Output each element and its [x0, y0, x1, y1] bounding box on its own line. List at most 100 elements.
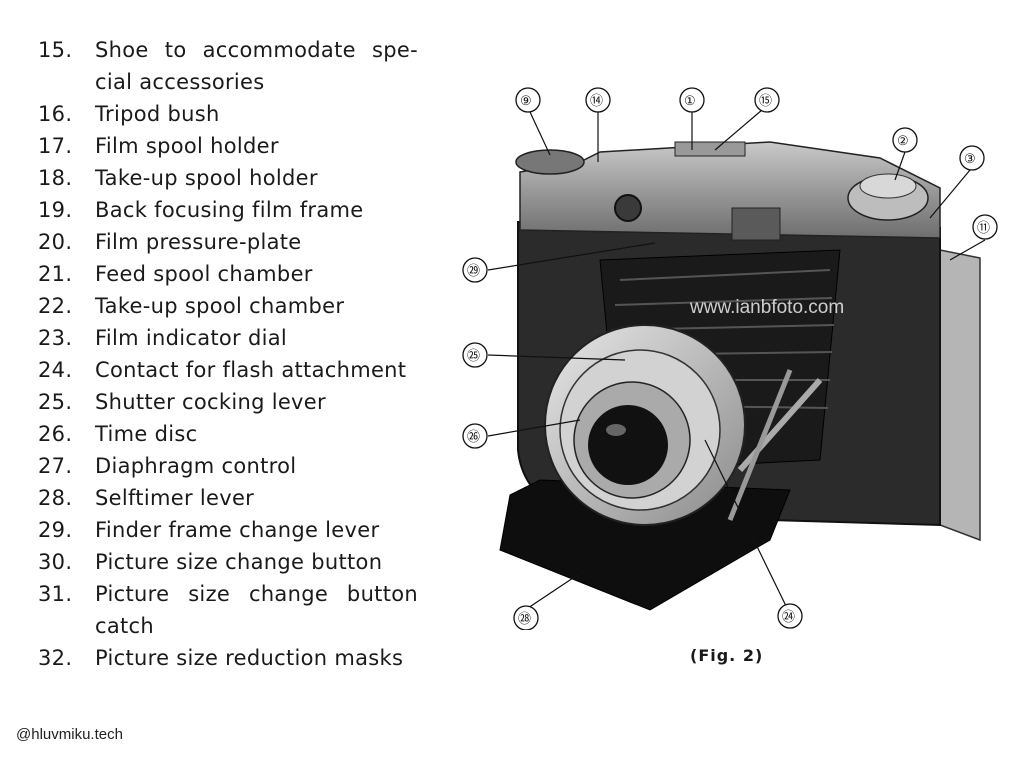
callout-marker [892, 127, 918, 153]
part-label-line1: Shoe to accommodate spe- [95, 38, 418, 62]
part-item-29: 29. Finder frame change lever [38, 514, 418, 546]
callout-marker [959, 145, 985, 171]
callout-label: ⑪ [977, 221, 990, 236]
callout-label: ⑭ [590, 94, 603, 109]
part-label: Picture size change button [95, 550, 383, 574]
callout-label: ㉕ [467, 349, 480, 364]
part-item-30: 30. Picture size change button [38, 546, 418, 578]
part-item-27: 27. Diaphragm control [38, 450, 418, 482]
rangefinder-window [614, 194, 642, 222]
part-number: 31. [38, 582, 73, 606]
callouts: ⑨ ⑭ ① ⑮ ② ③ ⑪ ㉙ ㉕ ㉖ ㉘ ㉔ [462, 87, 998, 630]
part-label: Film pressure-plate [95, 230, 302, 254]
camera-figure: www.ianbfoto.com ⑨ ⑭ ① ⑮ [440, 70, 1020, 630]
callout-marker [515, 87, 541, 113]
viewfinder-window [731, 207, 781, 241]
callout-marker [513, 605, 539, 630]
part-label: Film spool holder [95, 134, 279, 158]
part-number: 22. [38, 294, 73, 318]
part-item-23: 23. Film indicator dial [38, 322, 418, 354]
callout-marker [462, 342, 488, 368]
part-item-17: 17. Film spool holder [38, 130, 418, 162]
part-item-15: 15. Shoe to accommodate spe-cial accesso… [38, 34, 418, 98]
part-number: 18. [38, 166, 73, 190]
callout-marker [754, 87, 780, 113]
camera-side-panel [939, 249, 981, 542]
callout-label: ㉔ [782, 610, 795, 625]
lens-bed [499, 479, 791, 611]
part-label: Picture size reduction masks [95, 646, 404, 670]
lens-glass [588, 405, 668, 485]
part-label-line2: catch [95, 614, 155, 638]
part-label: Selftimer lever [95, 486, 255, 510]
rewind-knob [515, 149, 585, 175]
part-item-22: 22. Take-up spool chamber [38, 290, 418, 322]
callout-label: ⑮ [759, 94, 772, 109]
part-number: 23. [38, 326, 73, 350]
part-item-31: 31. Picture size change button catch [38, 578, 418, 642]
part-item-25: 25. Shutter cocking lever [38, 386, 418, 418]
part-label: Shutter cocking lever [95, 390, 326, 414]
part-item-16: 16. Tripod bush [38, 98, 418, 130]
part-number: 28. [38, 486, 73, 510]
part-number: 32. [38, 646, 73, 670]
part-label: Feed spool chamber [95, 262, 313, 286]
callout-marker [777, 603, 803, 629]
part-label: Take-up spool chamber [95, 294, 345, 318]
part-item-21: 21. Feed spool chamber [38, 258, 418, 290]
part-label-line1: Picture size change button [95, 582, 418, 606]
part-label: Picture size change button catch [95, 578, 418, 642]
callout-label: ③ [964, 152, 976, 167]
part-number: 29. [38, 518, 73, 542]
part-label-line2: cial accessories [95, 70, 265, 94]
part-number: 21. [38, 262, 73, 286]
credit-handle: @hluvmiku.tech [16, 726, 123, 743]
part-label: Tripod bush [95, 102, 220, 126]
part-number: 24. [38, 358, 73, 382]
part-label: Shoe to accommodate spe-cial accessories [95, 34, 418, 98]
part-label: Film indicator dial [95, 326, 288, 350]
part-label: Time disc [95, 422, 198, 446]
part-number: 27. [38, 454, 73, 478]
callout-label: ㉖ [467, 430, 480, 445]
part-item-28: 28. Selftimer lever [38, 482, 418, 514]
callout-marker [972, 214, 998, 240]
part-number: 17. [38, 134, 73, 158]
part-number: 15. [38, 38, 73, 62]
part-number: 30. [38, 550, 73, 574]
part-number: 16. [38, 102, 73, 126]
part-item-26: 26. Time disc [38, 418, 418, 450]
callout-label: ㉘ [518, 612, 531, 627]
wind-dial-top [859, 173, 917, 199]
callout-label: ⑨ [520, 94, 532, 109]
part-item-19: 19. Back focusing film frame [38, 194, 418, 226]
lens-reflection [606, 424, 626, 436]
camera-illustration: www.ianbfoto.com ⑨ ⑭ ① ⑮ [462, 87, 998, 630]
rear-strut [727, 369, 793, 521]
part-item-32: 32. Picture size reduction masks [38, 642, 418, 674]
part-number: 20. [38, 230, 73, 254]
callout-label: ㉙ [467, 264, 480, 279]
callout-marker [679, 87, 705, 113]
accessory-shoe [674, 141, 746, 157]
part-number: 26. [38, 422, 73, 446]
callout-marker [462, 257, 488, 283]
callout-label: ① [684, 94, 696, 109]
figure-caption: (Fig. 2) [690, 646, 764, 665]
callout-marker [585, 87, 611, 113]
part-label: Take-up spool holder [95, 166, 318, 190]
part-item-18: 18. Take-up spool holder [38, 162, 418, 194]
part-label: Contact for flash attachment [95, 358, 407, 382]
watermark: www.ianbfoto.com [689, 297, 844, 318]
parts-list: 15. Shoe to accommodate spe-cial accesso… [38, 34, 418, 674]
part-label: Diaphragm control [95, 454, 297, 478]
part-label: Back focusing film frame [95, 198, 364, 222]
part-item-20: 20. Film pressure-plate [38, 226, 418, 258]
part-label: Finder frame change lever [95, 518, 380, 542]
part-number: 25. [38, 390, 73, 414]
part-number: 19. [38, 198, 73, 222]
part-item-24: 24. Contact for flash attachment [38, 354, 418, 386]
leader-lines [487, 109, 986, 611]
callout-marker [462, 423, 488, 449]
callout-label: ② [897, 134, 909, 149]
